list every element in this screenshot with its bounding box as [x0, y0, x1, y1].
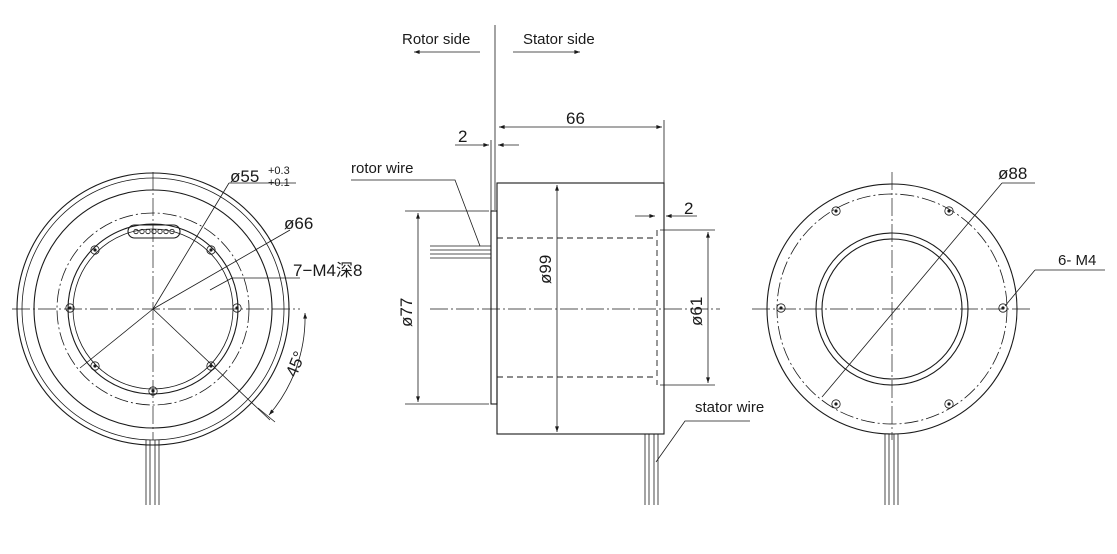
rotor-end-view: ø55 +0.3 +0.1 ø66 7−M4深8 45°	[12, 165, 362, 505]
dim-dia-55-tol-lower: +0.1	[268, 177, 290, 189]
stator-end-view: ø88 6- M4	[752, 164, 1105, 505]
dim-angle-45: 45°	[282, 349, 309, 380]
dim-dia-66: ø66	[284, 214, 313, 233]
rotor-wires	[351, 179, 491, 259]
stator-wires	[644, 420, 750, 505]
label-stator-holes: 6- M4	[1058, 252, 1096, 269]
label-stator-wire: stator wire	[695, 399, 764, 416]
dim-dia-61: ø61	[687, 297, 706, 326]
label-rotor-wire: rotor wire	[351, 160, 414, 177]
side-view: Rotor side Stator side rotor wire stator…	[351, 25, 764, 505]
stator-end-cables	[884, 434, 899, 505]
dim-length-66: 66	[566, 109, 585, 128]
label-rotor-holes: 7−M4深8	[293, 261, 362, 280]
rotor-end-cables	[145, 440, 160, 505]
dim-dia-99: ø99	[536, 255, 555, 284]
dim-dia-88: ø88	[998, 164, 1027, 183]
label-rotor-side: Rotor side	[402, 31, 470, 48]
stator-mount-holes	[776, 206, 1008, 409]
label-stator-side: Stator side	[523, 31, 595, 48]
dim-step-2: 2	[684, 199, 693, 218]
rotor-mount-holes	[65, 245, 242, 396]
dim-dia-55-tol-upper: +0.3	[268, 165, 290, 177]
connector-block	[127, 224, 181, 239]
dim-dia-77: ø77	[397, 298, 416, 327]
rotor-flange	[490, 210, 498, 405]
dim-dia-55: ø55	[230, 167, 259, 186]
dim-flange-2: 2	[458, 127, 467, 146]
stator-body	[496, 182, 665, 435]
